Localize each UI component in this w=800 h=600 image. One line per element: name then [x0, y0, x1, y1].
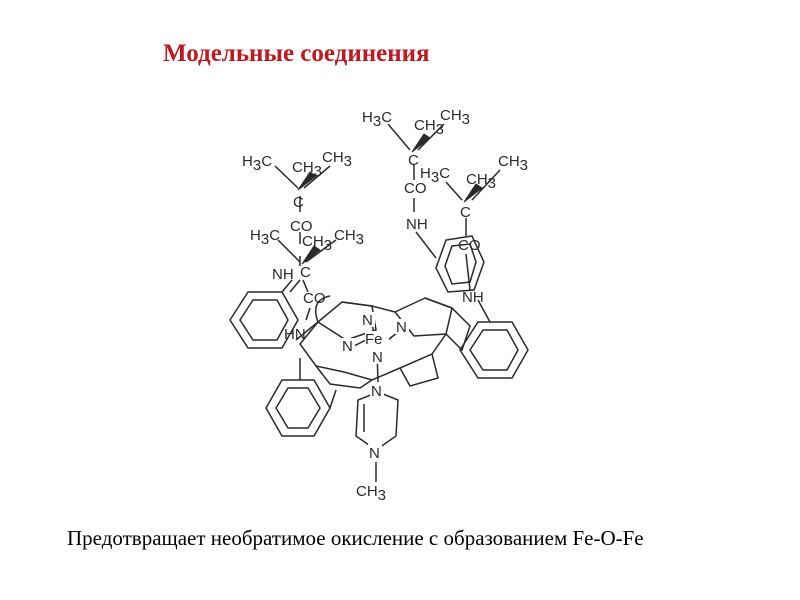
label-ch3-3: CH3	[302, 233, 332, 254]
slide-caption: Предотвращает необратимое окисление с об…	[67, 526, 644, 550]
label-n-3: N	[342, 338, 353, 355]
porphyrin-core	[299, 295, 471, 389]
atom-labels: H3C CH3 CH3 C CO H3C CH3 CH3 C NH CO HN …	[242, 107, 528, 504]
label-n-1: N	[362, 312, 373, 329]
label-ch3-n-methyl: CH3	[356, 483, 386, 504]
label-h3c-2: H3C	[250, 227, 280, 248]
label-h3c-3: H3C	[362, 109, 392, 130]
right-phenyl-ring-upper	[435, 235, 485, 293]
label-h3c-1: H3C	[242, 153, 272, 174]
label-c-2: C	[300, 264, 311, 281]
label-ch3-6: CH3	[440, 107, 470, 128]
label-c-4: C	[460, 204, 471, 221]
label-ch3-5: CH3	[414, 117, 444, 138]
label-nh-1: NH	[272, 266, 294, 283]
label-hn-1: HN	[284, 326, 306, 343]
label-co-1: CO	[290, 218, 313, 235]
label-n-6: N	[369, 445, 380, 462]
slide-title: Модельные соединения	[163, 40, 430, 67]
label-n-2: N	[396, 319, 407, 336]
label-c-1: C	[293, 194, 304, 211]
label-ch3-4: CH3	[334, 227, 364, 248]
label-n-5: N	[371, 383, 382, 400]
label-ch3-7: CH3	[466, 171, 496, 192]
methylimidazole-ring	[355, 391, 399, 482]
left-phenyl-ring-upper	[229, 291, 299, 349]
label-co-3: CO	[404, 180, 427, 197]
label-co-4: CO	[458, 237, 481, 254]
label-nh-2: NH	[406, 216, 428, 233]
label-ch3-1: CH3	[292, 159, 322, 180]
label-fe: Fe	[365, 331, 383, 348]
label-ch3-2: CH3	[322, 149, 352, 170]
picket-arm-bonds	[274, 123, 501, 341]
label-h3c-4: H3C	[420, 165, 450, 186]
right-phenyl-ring-lower	[459, 321, 529, 379]
left-phenyl-ring-lower	[265, 358, 337, 437]
label-n-4: N	[372, 349, 383, 366]
label-co-2: CO	[303, 290, 326, 307]
label-nh-3: NH	[462, 289, 484, 306]
label-c-3: C	[408, 152, 419, 169]
label-ch3-8: CH3	[498, 153, 528, 174]
